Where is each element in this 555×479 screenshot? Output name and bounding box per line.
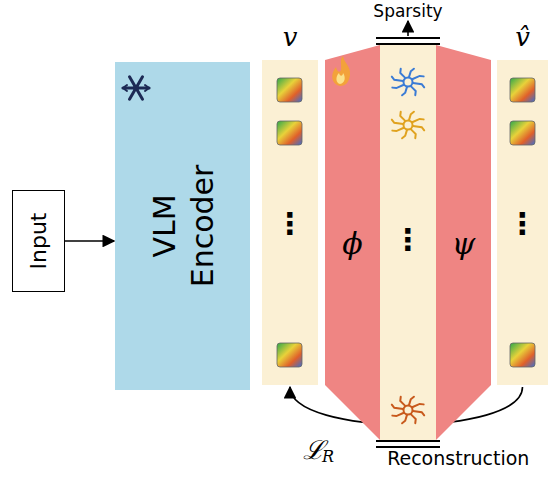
loss-symbol: ℒ: [303, 431, 325, 467]
embedding-band: v⋮: [262, 60, 318, 385]
embedding-tokens: [277, 78, 535, 367]
neuron-icons: [392, 69, 424, 424]
encoder-box: VLM Encoder: [115, 62, 250, 390]
sparsity-label: Sparsity: [373, 1, 442, 21]
ellipsis: ⋮: [508, 205, 538, 240]
sparsity-arrow: [407, 21, 409, 36]
connector: [65, 240, 114, 242]
node-label: Input: [25, 213, 53, 270]
node-label: VLM Encoder: [145, 146, 220, 306]
edge-label: Reconstruction: [387, 447, 529, 469]
ellipsis: ⋮: [275, 205, 305, 240]
reconstruction-band: v̂⋮: [497, 60, 548, 385]
fire-icon: [332, 56, 350, 86]
sparse-band: ⋮: [380, 45, 436, 440]
input-box: Input: [12, 190, 65, 292]
function-symbol: ϕ: [342, 225, 362, 260]
vector-label: v: [283, 22, 298, 52]
snowflake-icon: [123, 77, 149, 100]
loss-subscript: R: [322, 447, 334, 466]
encoder-trapezoid: ϕ: [325, 45, 380, 440]
sparsity-bars: [376, 38, 440, 447]
ellipsis: ⋮: [393, 221, 423, 256]
function-symbol: ψ: [452, 225, 476, 260]
vector-label: v̂: [515, 22, 530, 52]
decoder-trapezoid: ψ: [436, 45, 491, 440]
